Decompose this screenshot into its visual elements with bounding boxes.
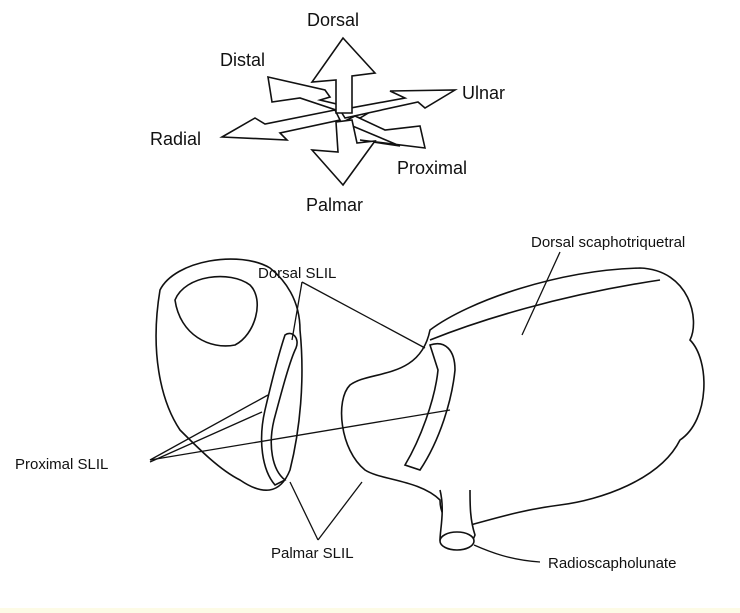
label-proximal: Proximal [397,158,468,178]
label-radioscapholunate: Radioscapholunate [548,555,677,572]
ligament-stump [439,531,475,551]
label-dorsal-slil: Dorsal SLIL [258,265,337,282]
ulnar-arrow [338,89,458,119]
label-radial: Radial [150,129,202,149]
label-proximal-slil: Proximal SLIL [15,456,109,473]
radial-arrow [219,109,342,141]
leader-dorsal-scaphotriquetral [521,251,561,336]
dorsal-arrow [310,36,377,114]
leader-dorsal-slil-a [291,281,303,341]
dorsal-slil-band [260,332,298,486]
leader-proximal-slil-b [149,411,263,463]
label-ulnar: Ulnar [462,83,506,103]
bottom-strip [0,608,740,613]
label-distal: Distal [220,50,266,70]
leader-proximal-slil-a [149,394,269,461]
label-palmar-slil: Palmar SLIL [271,545,354,562]
leader-dorsal-slil-b [301,281,426,349]
leader-radioscapholunate [473,544,541,563]
lunate-bone [340,267,705,527]
label-dorsal: Dorsal [307,10,360,30]
palmar-arrow [310,119,377,187]
leader-palmar-slil-a [289,481,319,541]
leader-palmar-slil-b [317,481,363,541]
label-palmar: Palmar [306,195,364,215]
dorsal-scaphotriquetral-band [429,279,661,341]
leader-proximal-slil-c [149,409,451,461]
label-dorsal-scaphotriquetral: Dorsal scaphotriquetral [531,234,686,251]
lunate-slil-band [403,343,456,471]
proximal-arrow [341,115,427,149]
scaphoid-facet [174,275,259,347]
